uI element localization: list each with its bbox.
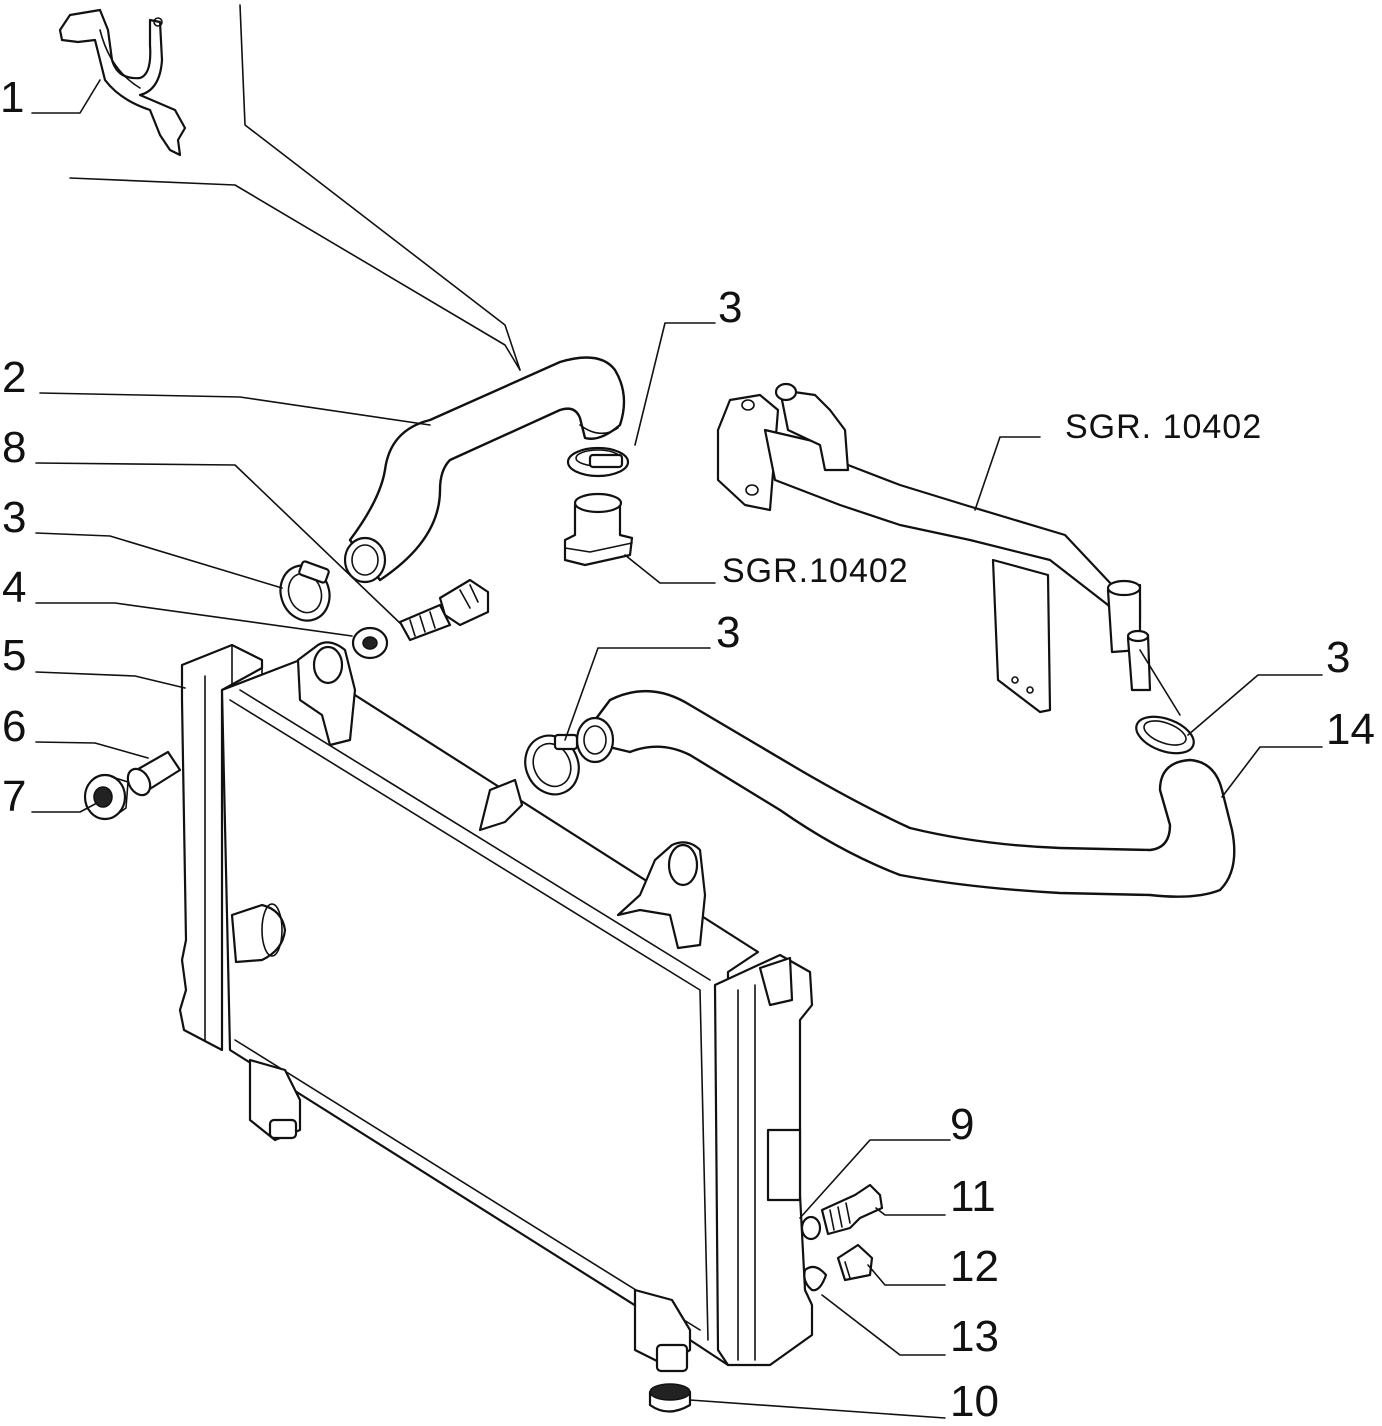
- callout-4: 4: [2, 563, 27, 612]
- hose-clamp-upper: [566, 446, 630, 478]
- leader-line-top-1: [239, 4, 521, 371]
- bracket-part: [58, 8, 187, 157]
- washer-part: [351, 626, 389, 660]
- callout-3-mid: 3: [716, 608, 741, 657]
- reference-label-outlet: SGR.10402: [722, 552, 909, 590]
- plug-parts: [800, 1183, 884, 1292]
- callout-9: 9: [950, 1100, 975, 1149]
- callout-leaders: [31, 79, 1323, 1419]
- callout-3-top: 3: [718, 283, 743, 332]
- radiator: [178, 641, 814, 1373]
- callout-8: 8: [2, 423, 27, 472]
- hose-clamp-lower: [524, 733, 580, 796]
- grommet-part: [83, 773, 129, 821]
- callout-14: 14: [1326, 705, 1375, 754]
- metal-coolant-pipe: [716, 382, 1181, 716]
- callout-5: 5: [2, 631, 27, 680]
- callout-7: 7: [2, 772, 27, 821]
- callout-10: 10: [950, 1377, 999, 1426]
- callout-11: 11: [950, 1172, 996, 1221]
- callout-3-left: 3: [2, 493, 27, 542]
- drain-cap-part: [648, 1383, 692, 1413]
- callout-2: 2: [2, 353, 27, 402]
- hose-clamp-left: [279, 560, 331, 622]
- lower-radiator-hose: [575, 690, 1236, 898]
- callout-6: 6: [2, 702, 27, 751]
- callout-3-right: 3: [1326, 633, 1351, 682]
- outlet-fitting: [563, 492, 634, 567]
- bolt-part: [398, 578, 490, 642]
- reference-label-pipe: SGR. 10402: [1065, 408, 1263, 446]
- callout-12: 12: [950, 1242, 999, 1291]
- leader-line-top-2: [69, 177, 521, 371]
- sleeve-part: [126, 750, 182, 797]
- upper-radiator-hose: [343, 356, 626, 584]
- callout-1: 1: [0, 73, 25, 122]
- hose-clamp-right: [1135, 715, 1195, 755]
- callout-13: 13: [950, 1312, 999, 1361]
